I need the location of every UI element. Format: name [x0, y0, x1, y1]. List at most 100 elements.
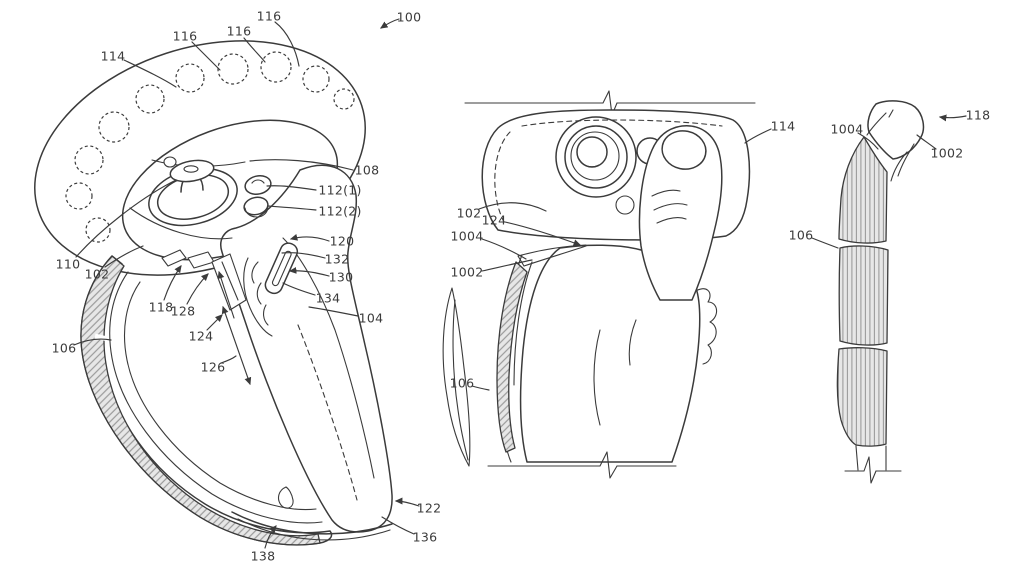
ref-label-120: 120: [329, 233, 355, 249]
leader-106: [73, 338, 112, 346]
ref-label-106: 106: [788, 227, 814, 243]
ref-label-132: 132: [324, 251, 350, 267]
lanyard-loop: [277, 486, 294, 509]
thumbstick: [148, 156, 238, 227]
leader-lines-right: [811, 114, 967, 249]
left-view-perspective: [34, 18, 420, 549]
ref-label-124: 124: [188, 328, 214, 344]
ref-label-104: 104: [358, 310, 384, 326]
leader-116a: [274, 21, 300, 67]
middle-view-hand: [442, 90, 772, 479]
button-112-2: [243, 196, 269, 216]
ref-label-1002: 1002: [930, 145, 964, 161]
leader-100: [380, 18, 400, 29]
leader-right-1002: [916, 134, 937, 150]
bottom-rim-inner: [237, 518, 391, 541]
hatch-segment-bottom: [836, 347, 888, 447]
detached-strip-vein: [452, 299, 469, 461]
ref-label-134: 134: [315, 290, 341, 306]
leader-lines-middle: [471, 128, 772, 391]
detached-strip: [442, 287, 471, 467]
tracking-marker: [74, 145, 104, 175]
leader-130: [288, 266, 330, 277]
ref-label-112-1: 112(1): [318, 182, 362, 198]
grip-hatch-band: [80, 255, 321, 546]
handle-front-seam: [282, 237, 375, 479]
tracking-marker: [175, 63, 205, 93]
hatch-segment-top: [838, 136, 888, 244]
ref-label-102: 102: [456, 205, 482, 221]
ref-label-116: 116: [172, 28, 198, 44]
ref-label-106: 106: [51, 340, 77, 356]
leader-110: [75, 179, 177, 258]
stick-ring: [570, 131, 620, 181]
hatch-segment-middle: [838, 245, 889, 346]
ref-label-110: 110: [55, 256, 81, 272]
ref-label-112-2: 112(2): [318, 203, 362, 219]
button-112-1: [244, 175, 272, 195]
leader-126: [220, 355, 237, 364]
leader-120: [289, 233, 330, 242]
thumbstick-top-view: [555, 116, 637, 198]
ref-label-100: 100: [396, 9, 422, 25]
ref-label-118: 118: [148, 299, 174, 315]
leader-118: [163, 265, 182, 301]
tracking-marker: [217, 53, 249, 85]
leader-mid-1004: [481, 238, 527, 260]
top-view-inner-contour: [494, 119, 723, 223]
leader-112-2: [267, 205, 317, 211]
leader-mid-106: [471, 385, 490, 391]
thumbnail: [661, 130, 707, 170]
bottom-break-line: [487, 451, 677, 479]
end-cap-notch: [866, 109, 894, 136]
thumbstick-nub: [163, 156, 177, 168]
stick-base: [564, 125, 628, 189]
strip-end-cap-1002: [867, 100, 925, 160]
leader-116b: [191, 41, 221, 71]
right-view-strip: [811, 100, 967, 484]
tracking-marker: [98, 111, 130, 143]
grip-strip-mid: [496, 261, 528, 453]
thumb-creases: [651, 189, 688, 224]
leader-right-1004: [857, 132, 879, 150]
leader-134: [282, 282, 316, 296]
tracking-marker: [333, 88, 355, 110]
leader-right-118: [938, 114, 967, 122]
top-break-line: [464, 90, 756, 116]
leader-122: [394, 497, 420, 507]
ref-label-102: 102: [84, 266, 110, 282]
ref-label-1004: 1004: [830, 121, 864, 137]
ref-label-1004: 1004: [450, 228, 484, 244]
tracking-marker: [260, 51, 292, 83]
leader-102: [104, 245, 144, 268]
ref-label-128: 128: [170, 303, 196, 319]
curled-fingers: [693, 288, 718, 365]
palm-creases: [593, 319, 637, 426]
leader-112-1: [266, 185, 317, 191]
ref-label-124: 124: [481, 212, 507, 228]
grip-channel-line-2: [123, 281, 317, 511]
slider-strip: [211, 253, 247, 311]
ref-label-118: 118: [965, 107, 991, 123]
leader-right-106: [811, 237, 839, 249]
ref-label-130: 130: [328, 269, 354, 285]
leader-132: [281, 252, 326, 259]
controller-handle: [220, 164, 393, 533]
thumbstick-cap-dimple: [183, 165, 199, 173]
tracking-marker: [135, 84, 165, 114]
ref-label-116: 116: [226, 23, 252, 39]
button-112-1-swirl: [251, 179, 265, 184]
thumbstick-cap: [169, 159, 215, 183]
leader-114: [123, 59, 177, 88]
leader-mid-114: [744, 128, 772, 144]
ref-label-1002: 1002: [450, 264, 484, 280]
button-112-2-side: [244, 207, 269, 218]
leader-104: [308, 306, 359, 317]
ref-label-126: 126: [200, 359, 226, 375]
tracking-markers: [65, 51, 355, 243]
leader-mid-102: [478, 202, 547, 212]
grip-channel-line: [109, 271, 323, 524]
direction-arrow-126: [221, 305, 252, 386]
